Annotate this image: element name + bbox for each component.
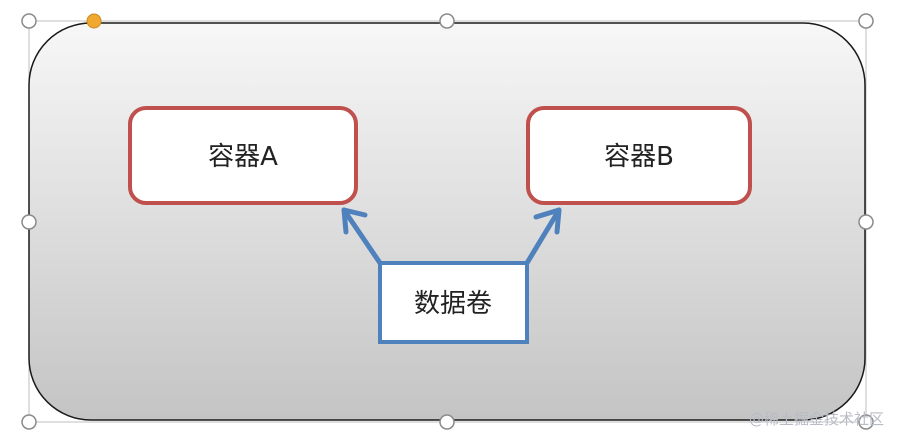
- background-shape[interactable]: [28, 22, 866, 421]
- container-a-node[interactable]: 容器A: [128, 106, 358, 205]
- container-a-label: 容器A: [208, 142, 278, 172]
- arrow-a-shaft: [341, 207, 383, 266]
- resize-handle-bottom-right[interactable]: [858, 414, 874, 430]
- arrow-volume-to-container-b[interactable]: [524, 207, 562, 266]
- resize-handle-bottom-center[interactable]: [439, 414, 455, 430]
- resize-handle-bottom-left[interactable]: [21, 414, 37, 430]
- arrow-b-head: [533, 207, 562, 235]
- volume-node[interactable]: 数据卷: [378, 261, 529, 344]
- arrow-a-head: [341, 207, 368, 235]
- container-b-label: 容器B: [604, 142, 674, 172]
- container-b-box: [526, 106, 752, 205]
- container-a-box: [128, 106, 358, 205]
- resize-handle-top-right[interactable]: [858, 13, 874, 29]
- arrow-volume-to-container-a[interactable]: [341, 207, 383, 266]
- resize-handle-top-center[interactable]: [439, 13, 455, 29]
- volume-label: 数据卷: [414, 289, 492, 319]
- resize-handle-top-left[interactable]: [21, 13, 37, 29]
- resize-handle-middle-right[interactable]: [858, 214, 874, 230]
- arrow-b-shaft: [524, 207, 562, 266]
- resize-handle-middle-left[interactable]: [21, 214, 37, 230]
- corner-radius-adjust-handle[interactable]: [86, 13, 102, 29]
- container-b-node[interactable]: 容器B: [526, 106, 752, 205]
- watermark-text: @稀土掘金技术社区: [749, 410, 884, 428]
- volume-box: [378, 261, 529, 344]
